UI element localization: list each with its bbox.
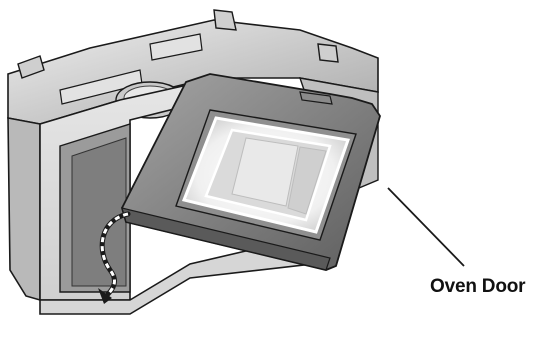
- oven-door-label: Oven Door: [430, 276, 525, 298]
- leader-line: [388, 188, 464, 266]
